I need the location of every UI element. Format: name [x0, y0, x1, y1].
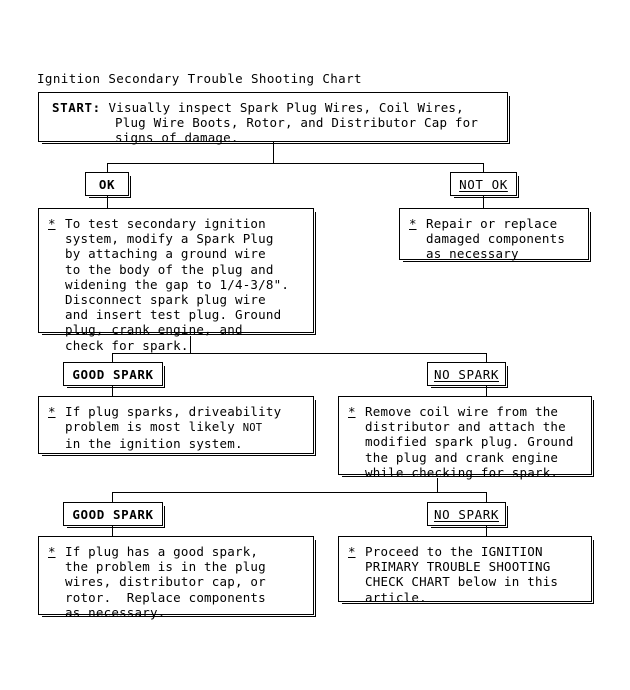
page-title: Ignition Secondary Trouble Shooting Char… [37, 71, 362, 86]
connector-branch2-left-drop [112, 353, 113, 363]
bullet-icon: * [48, 544, 56, 559]
label-not-ok-text: NOT OK [459, 176, 508, 192]
start-line-1: Visually inspect Spark Plug Wires, Coil … [108, 100, 464, 115]
test-line-9: check for spark. [65, 337, 189, 353]
bullet-icon: * [48, 216, 56, 231]
start-line-2: Plug Wire Boots, Rotor, and Distributor … [115, 115, 479, 131]
driveability-line-2a: problem is most likely [65, 419, 243, 435]
node-plug-wires: * If plug has a good spark, the problem … [38, 536, 316, 620]
driveability-line-1: If plug sparks, driveability [65, 404, 282, 419]
label-ok: OK [85, 172, 131, 198]
label-ok-text: OK [98, 176, 116, 192]
connector-notok-to-repair [483, 196, 484, 209]
connector-nospark2-to-proceed [486, 526, 487, 537]
connector-branch2-bus [112, 353, 487, 354]
label-no-spark-1-text: NO SPARK [433, 366, 499, 382]
connector-branch3-right-drop [486, 492, 487, 502]
coil-line-4: the plug and crank engine [365, 449, 559, 465]
test-line-6: Disconnect spark plug wire [65, 292, 266, 308]
label-good-spark-1-text: GOOD SPARK [72, 366, 154, 382]
proceed-line-2: PRIMARY TROUBLE SHOOTING [365, 559, 551, 575]
label-no-spark-2: NO SPARK [427, 502, 508, 528]
node-plug-wires-text: If plug has a good spark, the problem is… [65, 544, 305, 620]
node-test-procedure-text: To test secondary ignition system, modif… [65, 216, 305, 353]
driveability-line-3: in the ignition system. [65, 436, 243, 452]
bullet-icon: * [348, 544, 356, 559]
connector-branch1-right-drop [483, 163, 484, 173]
coil-line-3: modified spark plug. Ground [365, 434, 574, 450]
driveability-line-2b: NOT [242, 422, 263, 435]
connector-coiltest-stub [437, 478, 438, 493]
connector-ok-to-test [107, 196, 108, 209]
start-line-3: signs of damage. [115, 130, 239, 146]
test-line-3: by attaching a ground wire [65, 246, 266, 262]
node-proceed-text: Proceed to the IGNITION PRIMARY TROUBLE … [365, 544, 583, 605]
node-coil-wire-test: * Remove coil wire from the distributor … [338, 396, 594, 480]
node-repair: * Repair or replace damaged components a… [399, 208, 591, 262]
plugwires-line-5: as necessary. [65, 604, 166, 620]
node-driveability-text: If plug sparks, driveability problem is … [65, 404, 305, 451]
plugwires-line-2: the problem is in the plug [65, 559, 266, 575]
label-not-ok: NOT OK [450, 172, 519, 198]
test-line-4: to the body of the plug and [65, 261, 274, 277]
plugwires-line-3: wires, distributor cap, or [65, 574, 266, 590]
node-proceed: * Proceed to the IGNITION PRIMARY TROUBL… [338, 536, 594, 605]
test-line-8: plug, crank engine, and [65, 322, 243, 338]
proceed-line-1: Proceed to the IGNITION [365, 544, 543, 559]
connector-branch3-left-drop [112, 492, 113, 502]
proceed-line-4: article. [365, 589, 427, 605]
connector-start-stub [273, 142, 274, 164]
label-good-spark-1: GOOD SPARK [63, 362, 165, 388]
bullet-icon: * [48, 404, 56, 419]
connector-branch3-bus [112, 492, 487, 493]
bullet-icon: * [409, 216, 417, 231]
connector-branch2-right-drop [486, 353, 487, 363]
repair-line-3: as necessary [426, 246, 519, 262]
connector-goodspark2-to-plugwires [112, 526, 113, 537]
coil-line-2: distributor and attach the [365, 419, 566, 435]
node-test-procedure: * To test secondary ignition system, mod… [38, 208, 316, 353]
bullet-icon: * [348, 404, 356, 419]
coil-line-5: while checking for spark. [365, 464, 559, 480]
plugwires-line-1: If plug has a good spark, [65, 544, 259, 559]
connector-branch1-left-drop [107, 163, 108, 173]
connector-goodspark1-to-driveability [112, 386, 113, 397]
repair-line-1: Repair or replace [426, 216, 558, 231]
repair-line-2: damaged components [426, 231, 566, 247]
node-repair-text: Repair or replace damaged components as … [426, 216, 580, 261]
test-line-1: To test secondary ignition [65, 216, 266, 231]
test-line-7: and insert test plug. Ground [65, 307, 282, 323]
connector-nospark1-to-coiltest [486, 386, 487, 397]
connector-test-stub [190, 336, 191, 354]
start-node-text: START: Visually inspect Spark Plug Wires… [39, 93, 507, 153]
start-label: START: [52, 100, 101, 115]
test-line-2: system, modify a Spark Plug [65, 231, 274, 247]
node-coil-wire-test-text: Remove coil wire from the distributor an… [365, 404, 583, 480]
label-good-spark-2: GOOD SPARK [63, 502, 165, 528]
label-good-spark-2-text: GOOD SPARK [72, 506, 154, 522]
start-node: START: Visually inspect Spark Plug Wires… [38, 92, 510, 145]
coil-line-1: Remove coil wire from the [365, 404, 559, 419]
test-line-5: widening the gap to 1/4-3/8". [65, 276, 290, 292]
plugwires-line-4: rotor. Replace components [65, 589, 266, 605]
proceed-line-3: CHECK CHART below in this [365, 574, 559, 590]
node-driveability: * If plug sparks, driveability problem i… [38, 396, 316, 456]
label-no-spark-2-text: NO SPARK [433, 506, 499, 522]
label-no-spark-1: NO SPARK [427, 362, 508, 388]
connector-branch1-bus [107, 163, 484, 164]
